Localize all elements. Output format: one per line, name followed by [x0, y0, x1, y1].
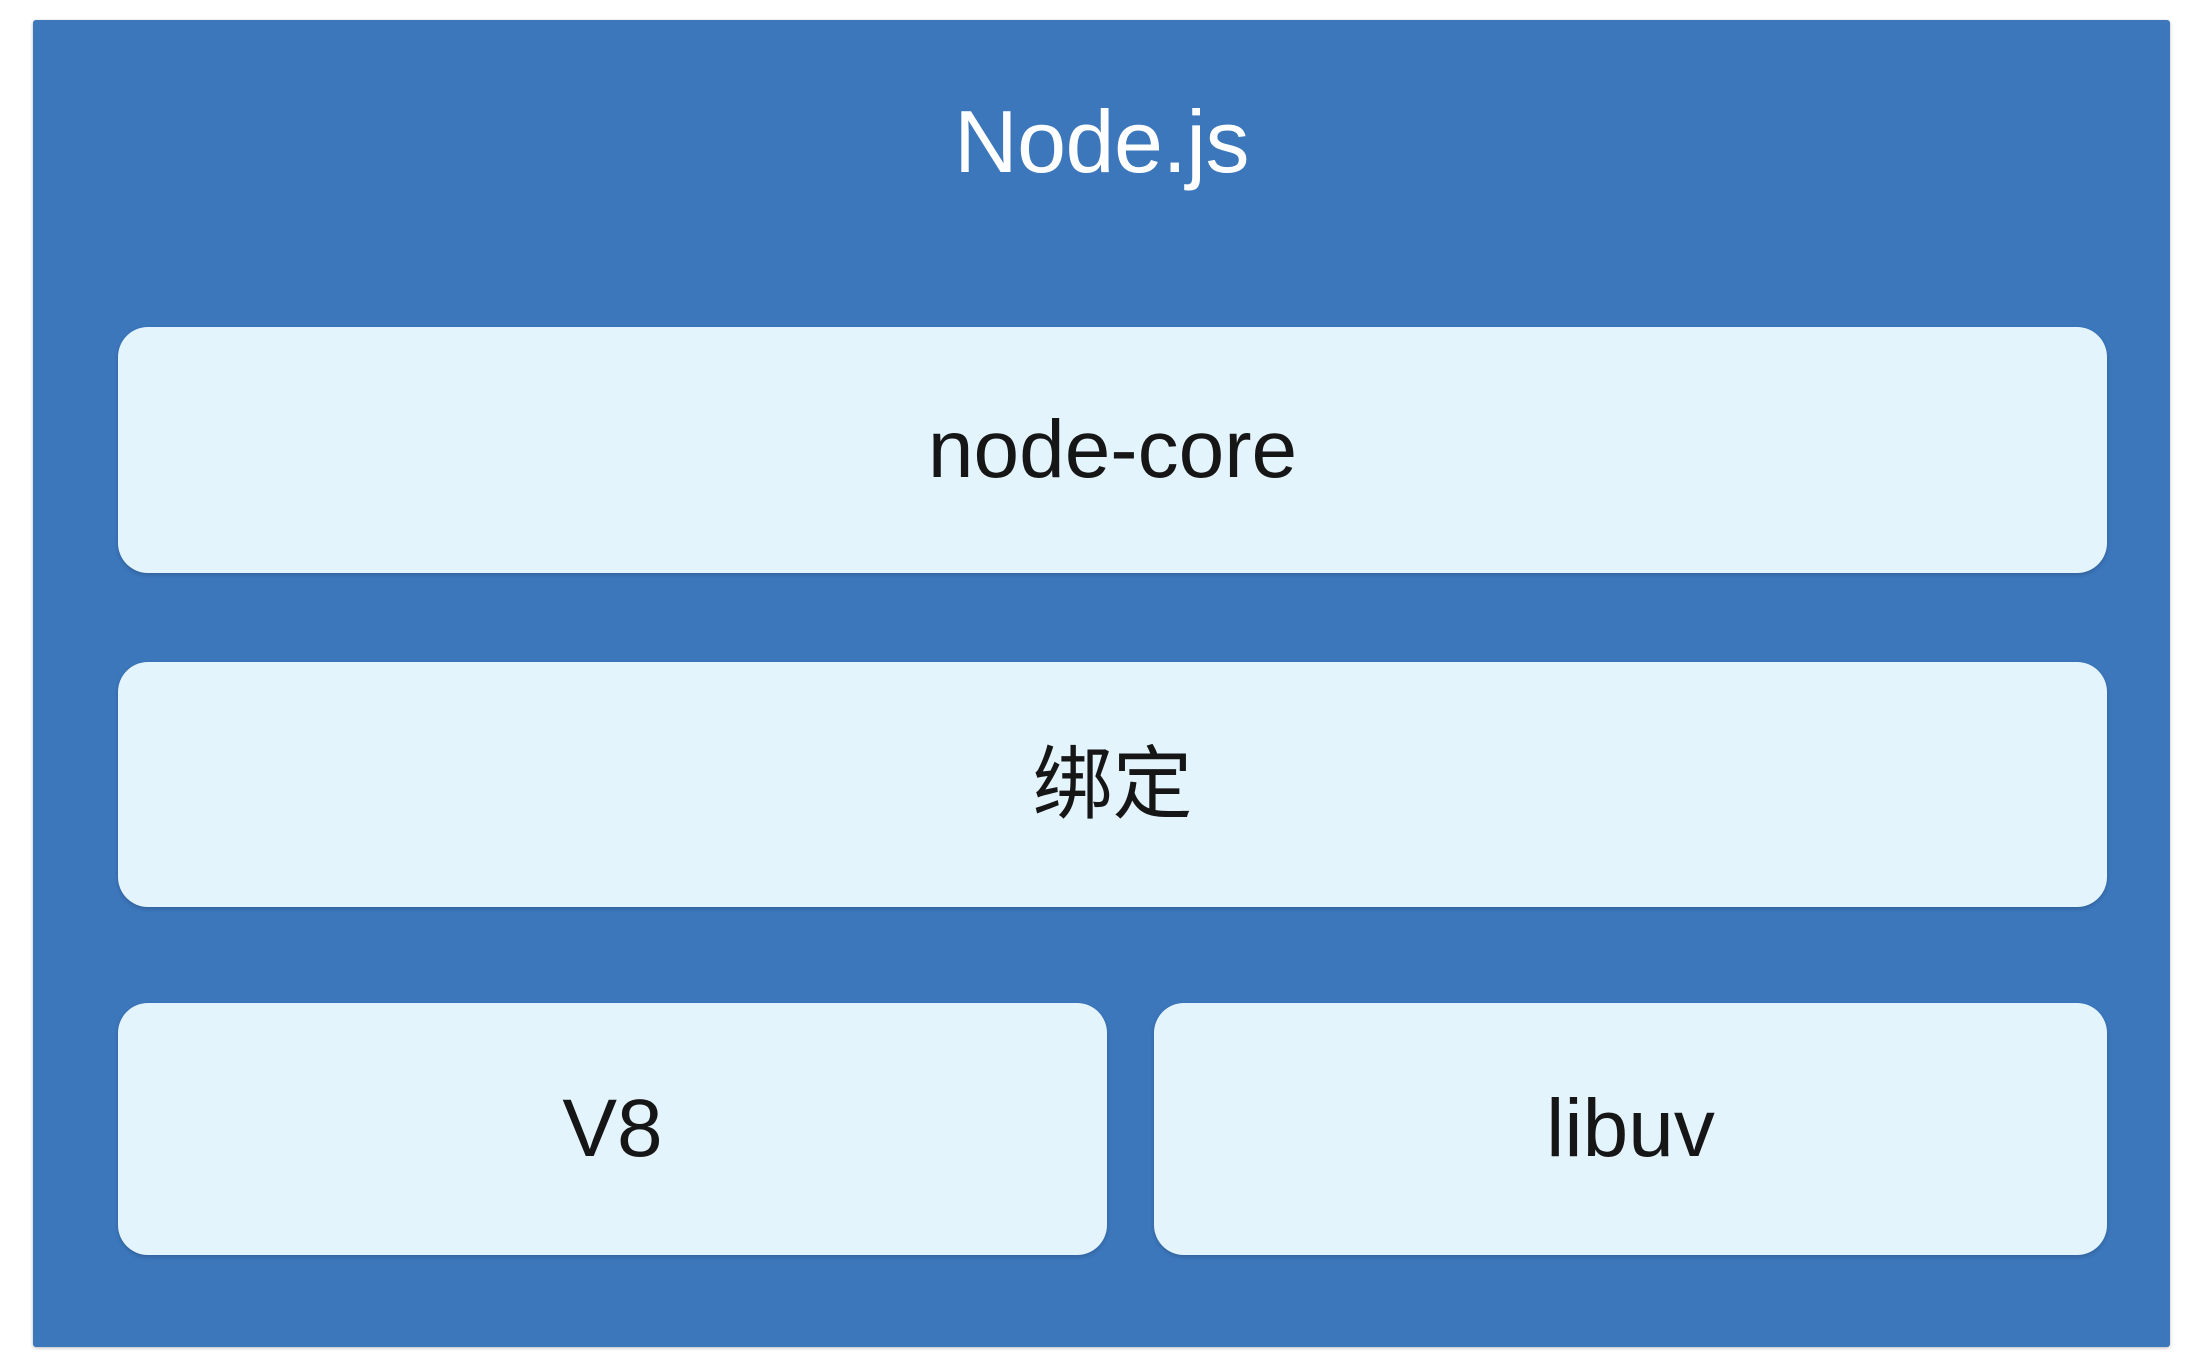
nodejs-container: Node.js node-core 绑定 V8 libuv [33, 20, 2170, 1347]
layer-box-bindings: 绑定 [118, 662, 2107, 907]
layer-box-libuv: libuv [1154, 1003, 2107, 1255]
layer-box-node-core: node-core [118, 327, 2107, 573]
layer-label-v8: V8 [562, 1083, 663, 1174]
layer-label-bindings: 绑定 [1032, 737, 1193, 831]
layer-label-node-core: node-core [927, 404, 1298, 495]
layer-box-v8: V8 [118, 1003, 1107, 1255]
layer-label-libuv: libuv [1546, 1083, 1715, 1174]
diagram-title: Node.js [954, 92, 1249, 191]
